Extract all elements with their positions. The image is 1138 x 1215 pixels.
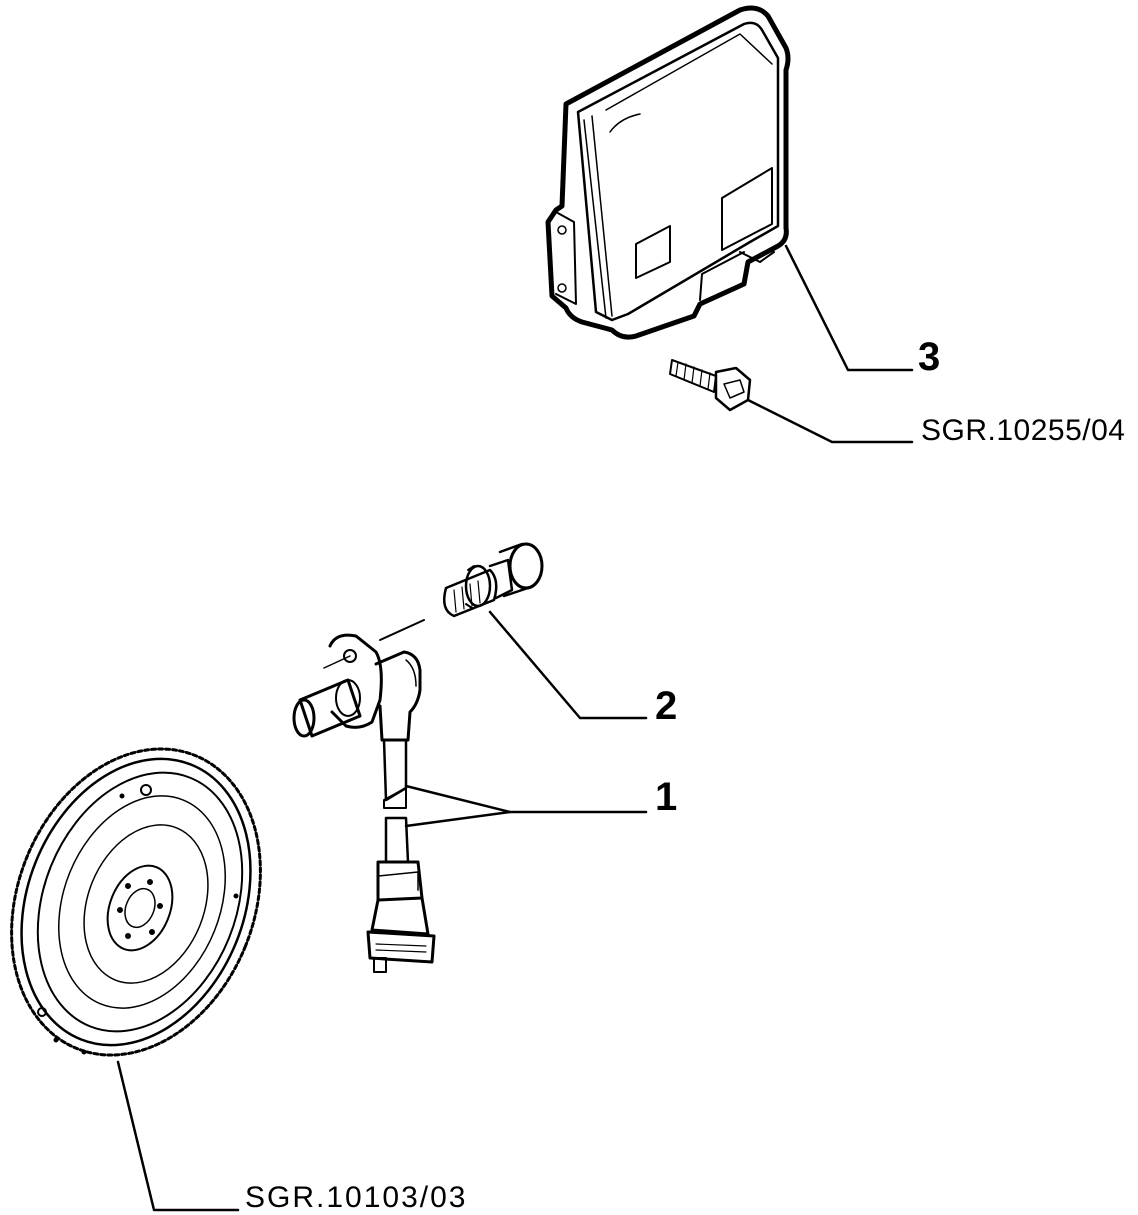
leader-lines <box>118 246 912 1210</box>
callout-ref-ecu-bolt: SGR.10255/04 <box>921 414 1126 447</box>
callout-part-3: 3 <box>918 335 941 379</box>
sensor-screw-icon <box>444 544 542 616</box>
callout-part-2: 2 <box>655 684 678 728</box>
flywheel-icon <box>0 711 305 1092</box>
bolt-icon <box>670 360 750 410</box>
engine-control-unit-icon <box>548 8 788 337</box>
crank-position-sensor-icon <box>294 635 434 972</box>
callout-part-1: 1 <box>655 775 678 819</box>
callout-ref-flywheel: SGR.10103/03 <box>245 1181 468 1214</box>
